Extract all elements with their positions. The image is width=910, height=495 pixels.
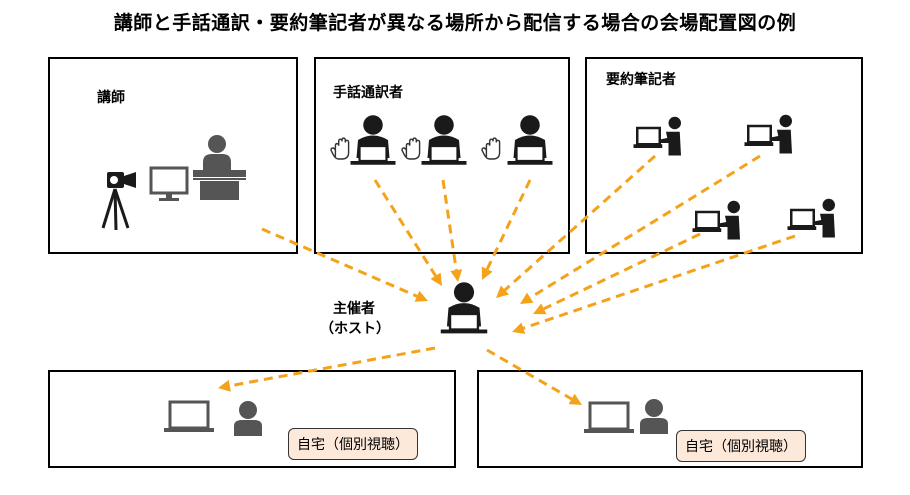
- flow-arrow: [520, 154, 761, 304]
- diagram-title: 講師と手話通訳・要約筆記者が異なる場所から配信する場合の会場配置図の例: [113, 12, 797, 34]
- flow-arrow: [441, 179, 463, 282]
- host-person-laptop-icon: [439, 281, 489, 335]
- sign-hand-icon: [401, 137, 421, 160]
- viewer-person-icon: [234, 401, 262, 436]
- interpreter-label: 手話通訳者: [333, 85, 403, 101]
- flow-arrow: [486, 348, 582, 405]
- flow-arrow: [261, 227, 428, 302]
- arrows: [218, 154, 796, 405]
- video-camera-icon: [101, 172, 136, 231]
- captioner-icon: [743, 113, 794, 155]
- host-label-line2: （ホスト）: [320, 321, 390, 337]
- laptop-icon: [162, 400, 216, 434]
- flow-arrow: [512, 234, 796, 334]
- person-laptop-icon: [506, 114, 554, 166]
- captioner-icon: [786, 197, 837, 239]
- home-tag-2: 自宅（個別視聴）: [676, 430, 806, 462]
- flow-arrow: [373, 179, 442, 286]
- sign-hand-icon: [330, 137, 350, 160]
- lecturer-room: [48, 57, 298, 254]
- laptop-icon: [582, 401, 636, 435]
- podium-speaker-icon: [193, 135, 246, 200]
- lecturer-label: 講師: [97, 90, 125, 106]
- flow-arrow: [481, 179, 532, 280]
- home-tag-1: 自宅（個別視聴）: [288, 428, 418, 460]
- person-laptop-icon: [420, 114, 468, 166]
- host-label-line1: 主催者: [333, 301, 375, 317]
- flow-arrow: [533, 232, 701, 315]
- captioner-label: 要約筆記者: [606, 72, 676, 88]
- sign-hand-icon: [481, 137, 501, 160]
- captioner-icon: [632, 115, 683, 157]
- viewer-person-icon: [640, 399, 668, 434]
- monitor-icon: [149, 166, 189, 201]
- flow-arrow: [218, 346, 436, 392]
- flow-arrow: [496, 154, 656, 298]
- person-laptop-icon: [349, 114, 397, 166]
